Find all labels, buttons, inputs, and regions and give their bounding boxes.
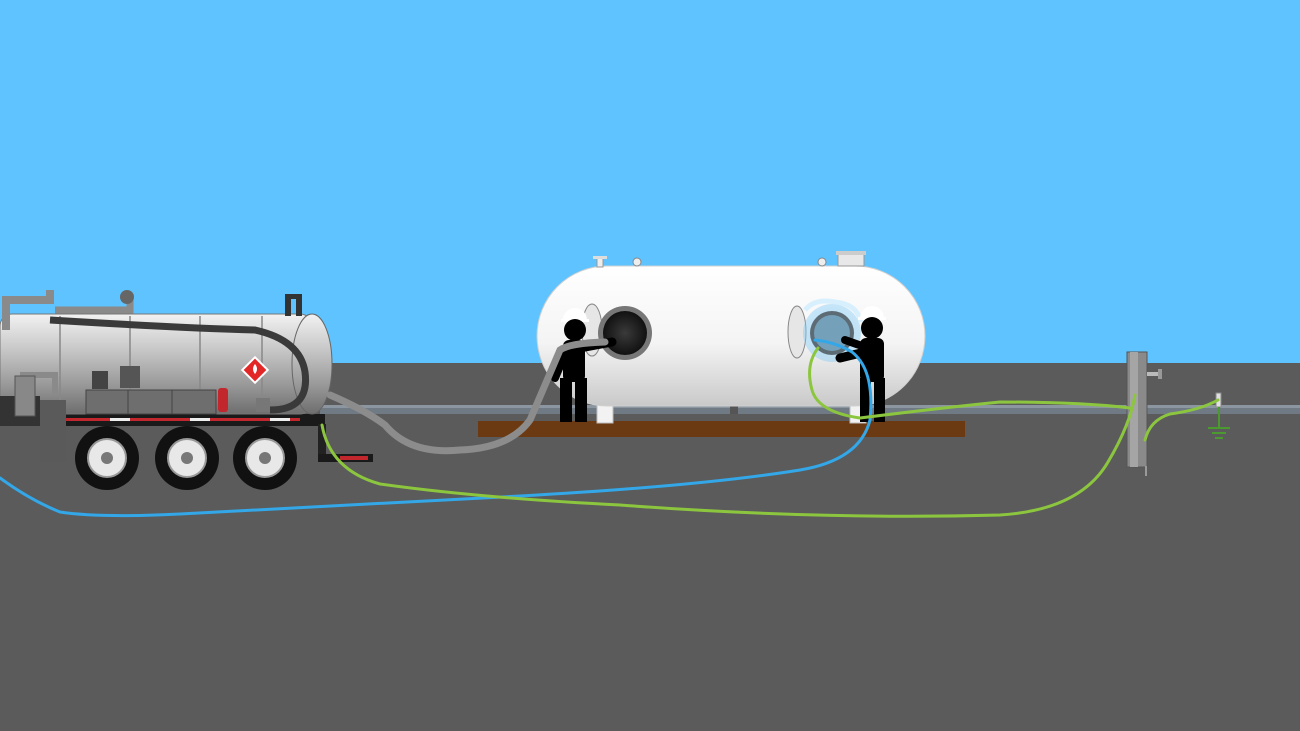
ground-wire-truck [320, 393, 1137, 518]
ground-wire-tank [808, 346, 1132, 420]
hose-icon [0, 338, 1220, 518]
left-manway [581, 303, 652, 360]
water-hose [0, 338, 873, 518]
truck-wheels [75, 426, 297, 490]
vacuum-hose [326, 338, 609, 455]
vacuum-truck-icon [0, 290, 373, 490]
worker-icon [551, 306, 886, 422]
ground-wire-rod [1143, 398, 1220, 442]
flammable-placard-icon [240, 355, 270, 385]
ground-rod-icon [1126, 351, 1162, 476]
tank-skid [478, 421, 965, 437]
